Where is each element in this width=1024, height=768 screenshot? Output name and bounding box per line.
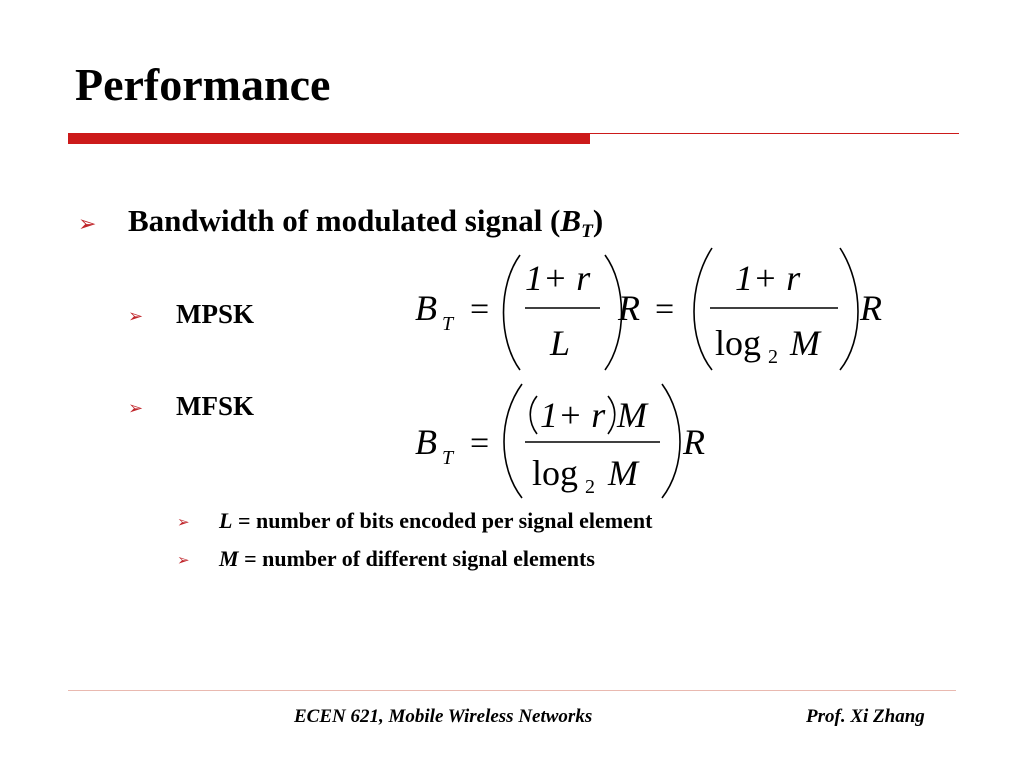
eq-lhs: B [415,288,437,328]
eq-R: R [859,288,882,328]
eq-equals: = [470,291,489,328]
eq-lhs-sub: T [442,313,455,335]
bullet-arrow-icon: ➢ [78,211,97,236]
bullet-arrow-icon: ➢ [177,515,190,531]
equation-mfsk: B T = 1+ r M log 2 M R [415,383,705,499]
eq-numerator: 1+ r [525,258,591,298]
eq-log: log [532,453,578,493]
definition-L: L = number of bits encoded per signal el… [219,508,652,534]
definition-text: = number of different signal elements [238,546,595,571]
definition-text: = number of bits encoded per signal elem… [232,508,653,533]
paren-left [503,383,523,499]
paren-right [839,247,859,371]
eq-var-M: M [607,453,640,493]
paren-left [693,247,713,371]
paren-left [502,254,521,371]
footer-course: ECEN 621, Mobile Wireless Networks [294,706,593,727]
bullet-bandwidth: Bandwidth of modulated signal (BT) [128,203,604,242]
bullet-text: Bandwidth of modulated signal ( [128,203,561,238]
bullet-arrow-icon: ➢ [128,306,144,326]
definition-var: L [219,508,233,533]
eq-log: log [715,323,761,363]
eq-var-M: M [789,323,822,363]
paren-right [604,254,623,371]
paren-inner-right [607,395,616,435]
footer-divider [68,690,956,691]
bullet-mfsk: MFSK [176,391,254,421]
eq-log-base: 2 [768,346,778,368]
bullet-mpsk: MPSK [176,299,254,329]
bullet-var: B [560,203,582,238]
equation-mpsk: B T = 1+ r L R = 1+ r log 2 M R [415,247,882,371]
eq-equals: = [470,425,489,462]
eq-var-M: M [616,395,649,435]
bullet-arrow-icon: ➢ [177,553,190,569]
title-underline-thick [68,133,590,144]
title-underline-thin [590,133,959,134]
eq-equals: = [655,291,674,328]
eq-R: R [682,422,705,462]
eq-numerator: 1+ r [735,258,801,298]
paren-right [661,383,681,499]
eq-R: R [617,288,640,328]
bullet-var-sub: T [581,220,593,242]
bullet-arrow-icon: ➢ [128,398,144,418]
slide-title: Performance [75,59,331,110]
eq-log-base: 2 [585,476,595,498]
definition-var: M [219,546,239,571]
footer-author: Prof. Xi Zhang [806,706,925,727]
eq-lhs-sub: T [442,447,455,469]
eq-numerator: 1+ r [540,395,606,435]
definition-M: M = number of different signal elements [219,546,595,572]
eq-denominator: L [549,323,570,363]
bullet-close: ) [592,203,604,238]
eq-lhs: B [415,422,437,462]
paren-inner-left [529,395,538,435]
